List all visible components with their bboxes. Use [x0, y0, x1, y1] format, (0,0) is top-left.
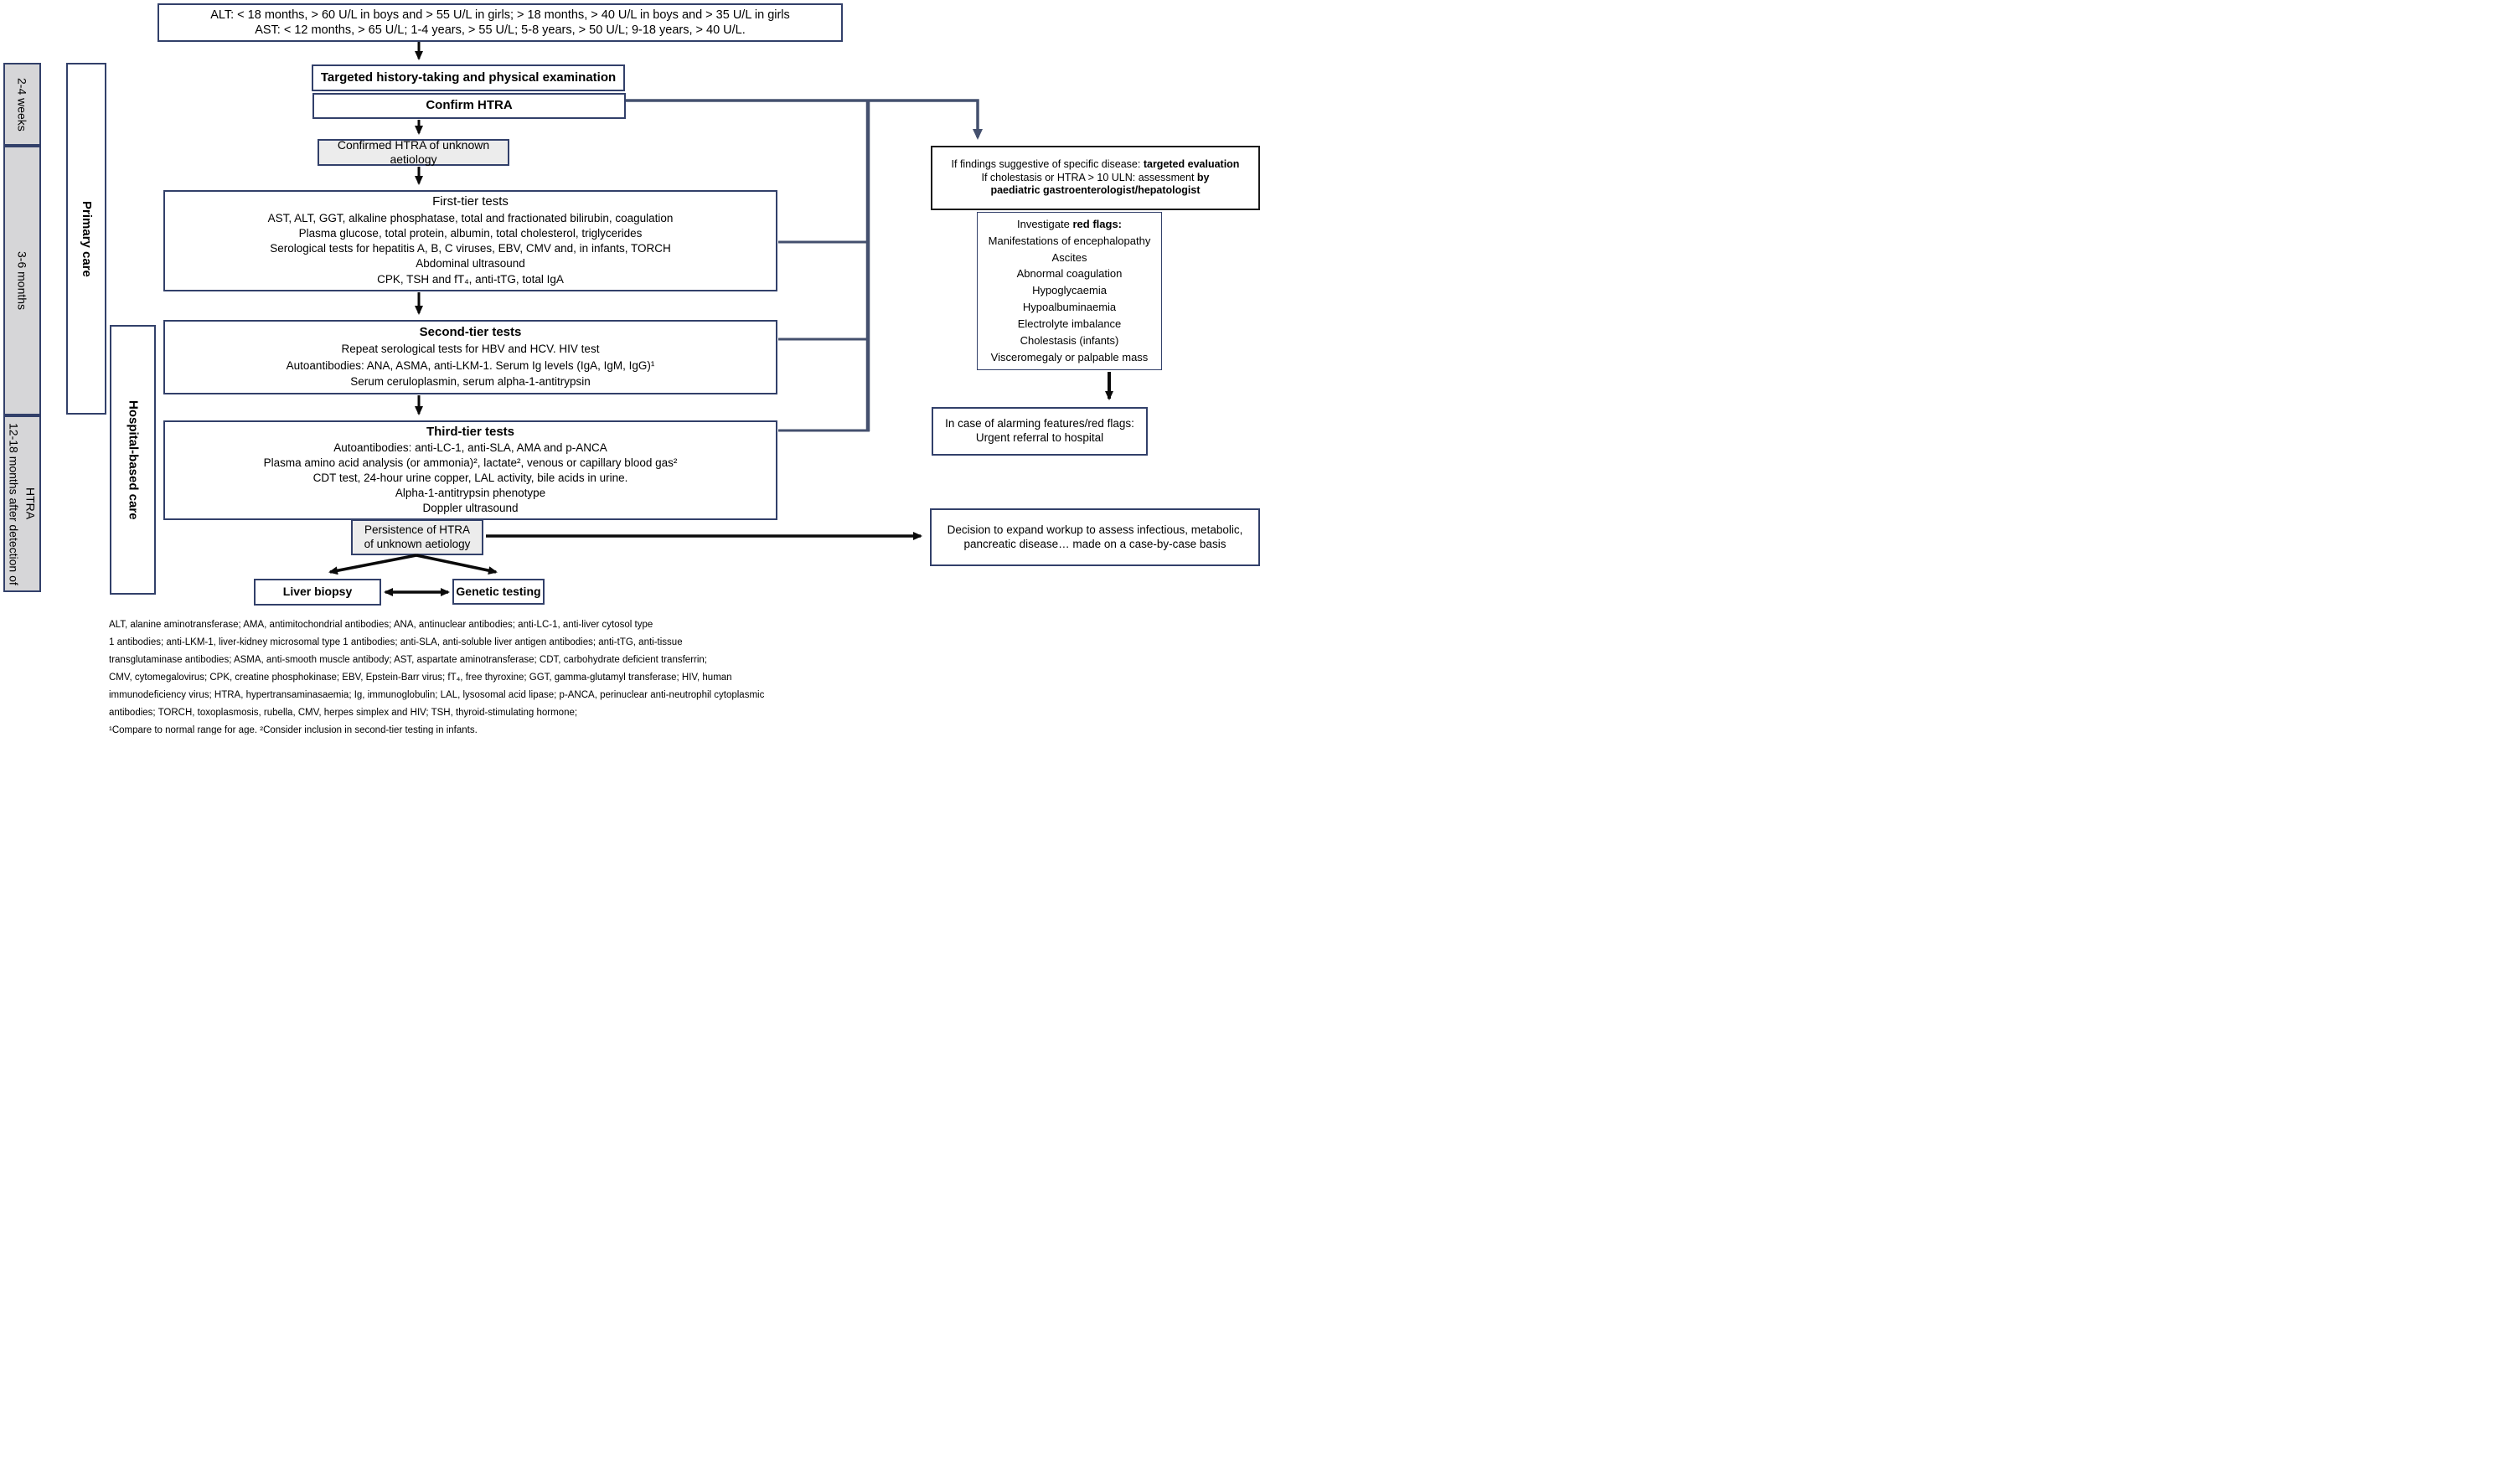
red-flag-item: Electrolyte imbalance: [1017, 317, 1122, 331]
targeted-history-box: Targeted history-taking and physical exa…: [312, 64, 625, 91]
confirm-htra-label: Confirm HTRA: [426, 98, 513, 113]
red-flag-item: Ascites: [1051, 250, 1087, 264]
red-flag-item: Abnormal coagulation: [1016, 267, 1123, 281]
urgent-referral-line2: Urgent referral to hospital: [975, 431, 1104, 444]
ast-threshold-text: AST: < 12 months, > 65 U/L; 1-4 years, >…: [255, 23, 746, 37]
third-tier-tests-box: Third-tier tests Autoantibodies: anti-LC…: [163, 420, 777, 520]
third-tier-line: Autoantibodies: anti-LC-1, anti-SLA, AMA…: [333, 441, 607, 454]
first-tier-tests-box: First-tier tests AST, ALT, GGT, alkaline…: [163, 190, 777, 291]
red-flag-item: Cholestasis (infants): [1020, 334, 1119, 348]
timeline-phase-1-box: 2-4 weeks: [3, 63, 41, 146]
referral-line: If findings suggestive of specific disea…: [951, 158, 1240, 171]
timeline-phase-1-label: 2-4 weeks: [15, 77, 29, 131]
second-tier-line: Serum ceruloplasmin, serum alpha-1-antit…: [350, 374, 591, 388]
urgent-referral-box: In case of alarming features/red flags: …: [932, 407, 1148, 456]
red-flags-box: Investigate red flags: Manifestations of…: [977, 212, 1162, 370]
alt-ast-threshold-box: ALT: < 18 months, > 60 U/L in boys and >…: [158, 3, 843, 42]
first-tier-line: Serological tests for hepatitis A, B, C …: [270, 242, 671, 255]
first-tier-line: CPK, TSH and fT₄, anti-tTG, total IgA: [377, 272, 564, 286]
arrow-persistence-to-liver-biopsy: [328, 554, 417, 575]
primary-care-label: Primary care: [80, 200, 94, 277]
liver-biopsy-label: Liver biopsy: [282, 585, 353, 599]
liver-biopsy-box: Liver biopsy: [254, 579, 381, 606]
urgent-referral-line1: In case of alarming features/red flags:: [945, 417, 1134, 430]
footnote-line: 1 antibodies; anti-LKM-1, liver-kidney m…: [109, 637, 683, 647]
persistence-line2: of unknown aetiology: [364, 537, 471, 550]
confirm-htra-box: Confirm HTRA: [312, 93, 626, 119]
red-flag-item: Visceromegaly or palpable mass: [990, 351, 1149, 364]
first-tier-line: AST, ALT, GGT, alkaline phosphatase, tot…: [267, 211, 674, 224]
red-flag-item: Hypoglycaemia: [1032, 284, 1107, 297]
timeline-phase-2-box: 3-6 months: [3, 146, 41, 415]
timeline-phase-3-label: 12-18 months after detection of HTRA: [7, 422, 38, 585]
timeline-phase-3-box: 12-18 months after detection of HTRA: [3, 415, 41, 592]
third-tier-line: CDT test, 24-hour urine copper, LAL acti…: [312, 472, 628, 484]
footnote-line: CMV, cytomegalovirus; CPK, creatine phos…: [109, 673, 732, 683]
footnote-line: immunodeficiency virus; HTRA, hypertrans…: [109, 690, 765, 700]
referral-line: If cholestasis or HTRA > 10 ULN: assessm…: [981, 171, 1210, 183]
targeted-history-label: Targeted history-taking and physical exa…: [320, 70, 617, 85]
red-flag-item: Manifestations of encephalopathy: [988, 234, 1151, 247]
referral-line: paediatric gastroenterologist/hepatologi…: [990, 184, 1201, 197]
primary-care-box: Primary care: [66, 63, 106, 415]
flowchart-canvas: ALT: < 18 months, > 60 U/L in boys and >…: [0, 0, 1260, 734]
genetic-testing-label: Genetic testing: [456, 584, 541, 598]
footnote-line: antibodies; TORCH, toxoplasmosis, rubell…: [109, 708, 578, 718]
red-flag-item: Hypoalbuminaemia: [1022, 301, 1117, 314]
confirm-to-referral-connector: [626, 99, 983, 140]
expand-workup-line2: pancreatic disease… made on a case-by-ca…: [963, 537, 1226, 550]
red-flags-title: Investigate red flags:: [1016, 217, 1122, 230]
arrow-persistence-to-genetic-testing: [416, 554, 498, 575]
third-tier-title: Third-tier tests: [426, 425, 514, 440]
footnote-line: ALT, alanine aminotransferase; AMA, anti…: [109, 620, 653, 630]
timeline-phase-2-label: 3-6 months: [15, 250, 29, 311]
second-tier-line: Autoantibodies: ANA, ASMA, anti-LKM-1. S…: [286, 358, 655, 372]
specialist-referral-box: If findings suggestive of specific disea…: [931, 146, 1260, 210]
persistence-htra-box: Persistence of HTRA of unknown aetiology: [351, 519, 483, 555]
first-tier-line: Abdominal ultrasound: [416, 257, 525, 271]
hospital-care-label: Hospital-based care: [126, 399, 141, 520]
third-tier-line: Plasma amino acid analysis (or ammonia)²…: [263, 456, 678, 469]
first-tier-title: First-tier tests: [432, 194, 509, 209]
footnote-line: ¹Compare to normal range for age. ²Consi…: [109, 725, 478, 734]
first-tier-line: Plasma glucose, total protein, albumin, …: [298, 226, 643, 240]
persistence-line1: Persistence of HTRA: [364, 523, 471, 536]
confirmed-htra-box: Confirmed HTRA of unknown aetiology: [318, 137, 509, 167]
second-tier-tests-box: Second-tier tests Repeat serological tes…: [163, 320, 777, 394]
genetic-testing-box: Genetic testing: [452, 579, 545, 605]
third-tier-line: Alpha-1-antitrypsin phenotype: [395, 487, 546, 499]
expand-workup-box: Decision to expand workup to assess infe…: [930, 508, 1260, 566]
confirmed-htra-label: Confirmed HTRA of unknown aetiology: [337, 137, 490, 167]
footnote-line: transglutaminase antibodies; ASMA, anti-…: [109, 655, 707, 665]
second-tier-line: Repeat serological tests for HBV and HCV…: [341, 343, 600, 356]
alt-threshold-text: ALT: < 18 months, > 60 U/L in boys and >…: [210, 8, 790, 22]
expand-workup-line1: Decision to expand workup to assess infe…: [947, 523, 1243, 536]
third-tier-line: Doppler ultrasound: [422, 502, 519, 514]
abbreviation-footnotes: ALT, alanine aminotransferase; AMA, anti…: [109, 616, 989, 734]
second-tier-title: Second-tier tests: [419, 325, 522, 340]
hospital-care-box: Hospital-based care: [110, 325, 156, 595]
